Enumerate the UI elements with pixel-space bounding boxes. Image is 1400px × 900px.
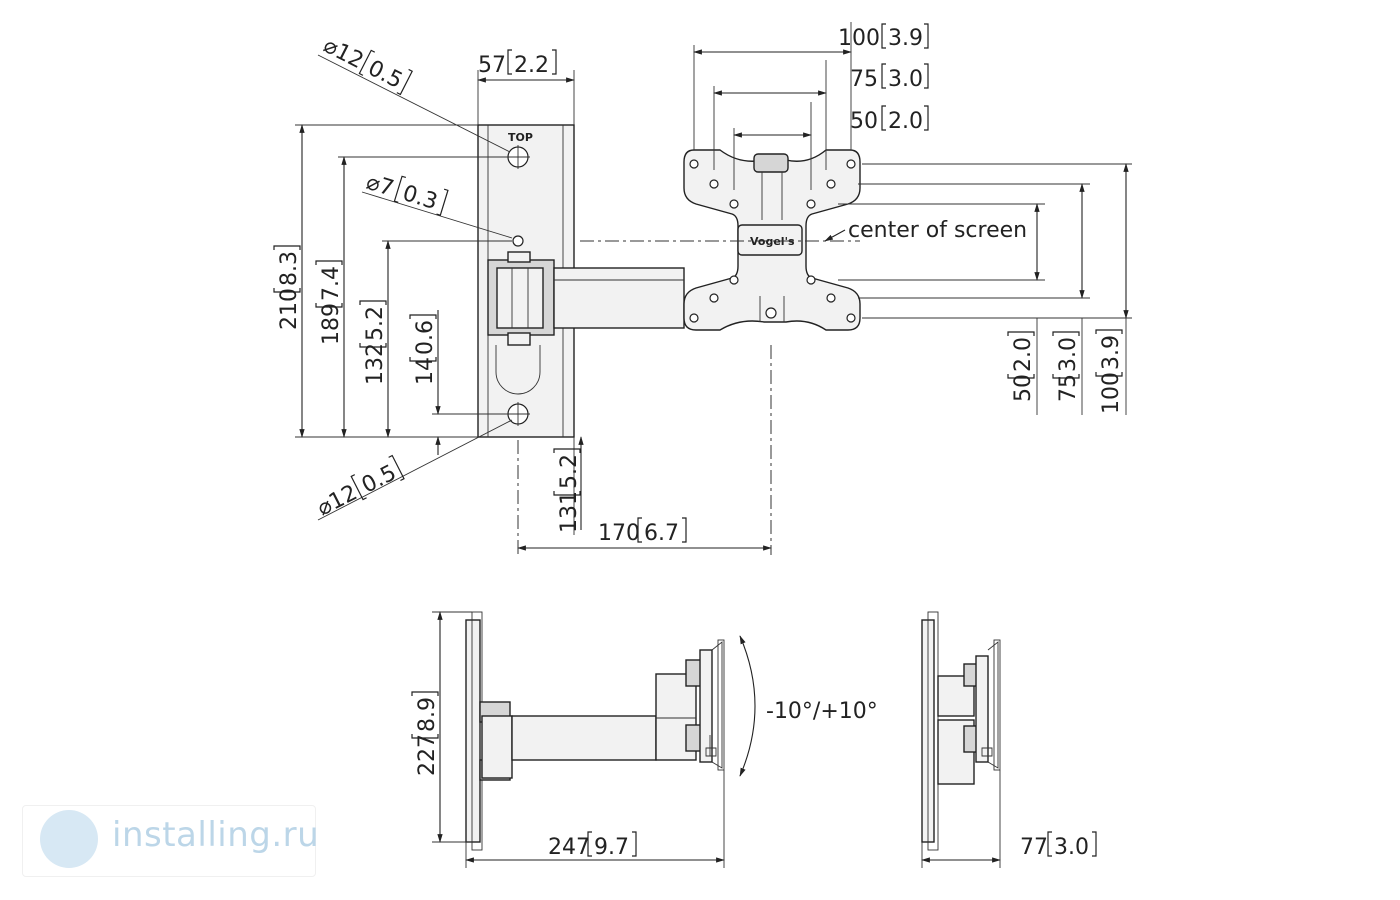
side-height-227-in: 8.9 [415, 697, 440, 732]
tilt-arrow-icon [739, 635, 756, 777]
vesa-75-in: 3.0 [888, 67, 923, 92]
side-depth-247-mm: 247 [548, 835, 590, 860]
vesa-100-mm: 100 [838, 26, 880, 51]
vesa-top-dims: 100 3.9 75 3.0 50 2.0 [693, 22, 929, 190]
top-hole-dia-in: 0.5 [364, 56, 407, 94]
side-view-extended [465, 611, 725, 851]
height-14-in: 0.6 [413, 320, 438, 355]
watermark-frame [22, 805, 316, 877]
height-210-in: 8.3 [277, 251, 302, 286]
vesa-plate: Vogel's [683, 149, 861, 331]
folded-dims: 77 3.0 [921, 770, 1097, 868]
vesa-100-in: 3.9 [888, 26, 923, 51]
right-vesa-100-in: 3.9 [1099, 335, 1124, 370]
right-vesa-75-in: 3.0 [1056, 337, 1081, 372]
wall-plate: TOP [477, 124, 575, 438]
right-vesa-50-in: 2.0 [1011, 337, 1036, 372]
height-189-in: 7.4 [319, 266, 344, 301]
logo-icon [40, 810, 98, 868]
vesa-50-in: 2.0 [888, 109, 923, 134]
folded-depth-77-in: 3.0 [1054, 835, 1089, 860]
folded-depth-77-mm: 77 [1020, 835, 1048, 860]
height-131-mm: 131 [557, 491, 582, 533]
height-132-mm: 132 [363, 343, 388, 385]
bottom-hole-dia-mm: ⌀12 [313, 480, 361, 521]
height-dims: 210 8.3 189 7.4 132 5.2 14 [273, 124, 512, 455]
small-hole [512, 235, 524, 247]
right-vesa-50-mm: 50 [1011, 374, 1036, 402]
height-210-mm: 210 [277, 288, 302, 330]
right-vesa-75-mm: 75 [1056, 374, 1081, 402]
brand-label: Vogel's [750, 235, 795, 248]
height-132-in: 5.2 [363, 306, 388, 341]
side-height-227-mm: 227 [415, 734, 440, 776]
right-vesa-100-mm: 100 [1099, 372, 1124, 414]
height-131-in: 5.2 [557, 454, 582, 489]
reach-170-in: 6.7 [644, 521, 679, 546]
center-of-screen-label: center of screen [848, 218, 1027, 243]
vesa-right-dims: 50 2.0 75 3.0 100 3.9 [838, 163, 1132, 415]
arm-top-view [553, 267, 685, 329]
side-view-folded [921, 611, 1001, 851]
reach-dims: 131 5.2 170 6.7 [517, 436, 772, 551]
vesa-50-mm: 50 [850, 109, 878, 134]
plate-width-in: 2.2 [514, 53, 549, 78]
vesa-75-mm: 75 [850, 67, 878, 92]
watermark-text: installing.ru [112, 815, 320, 855]
small-hole-dia-mm: ⌀7 [363, 170, 396, 202]
plate-width-mm: 57 [478, 53, 506, 78]
top-label: TOP [508, 131, 533, 144]
tilt-label: -10°/+10° [766, 699, 878, 724]
reach-170-mm: 170 [598, 521, 640, 546]
small-hole-dia-in: 0.3 [400, 181, 441, 215]
side-depth-247-in: 9.7 [594, 835, 629, 860]
height-189-mm: 189 [319, 303, 344, 345]
center-of-screen-callout: center of screen [824, 218, 1027, 243]
side-dims: 227 8.9 247 9.7 [411, 611, 725, 868]
bottom-hole-dia-in: 0.5 [358, 460, 401, 498]
height-14-mm: 14 [413, 357, 438, 385]
plate-width-dim: 57 2.2 [477, 49, 575, 125]
